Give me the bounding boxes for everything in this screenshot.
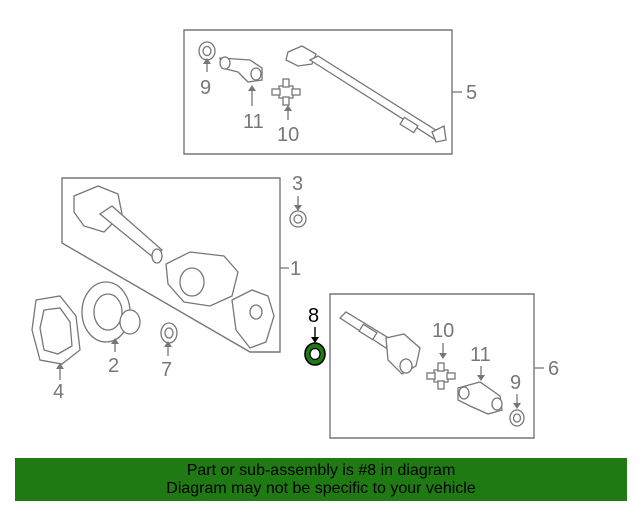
callout-11-top: 11 (243, 111, 264, 133)
callout-4: 4 (53, 381, 64, 403)
yoke-part-11-right[interactable] (457, 381, 503, 415)
panel-rear-axle-shaft: 10 11 9 6 (329, 293, 559, 439)
callout-10-top: 10 (277, 124, 299, 146)
callout-3: 3 (292, 173, 303, 195)
callout-9-top: 9 (200, 77, 211, 99)
callout-2: 2 (108, 355, 119, 377)
yoke-part-11-top[interactable] (219, 56, 263, 83)
part-info-banner: Part or sub-assembly is #8 in diagram Di… (15, 458, 627, 501)
bushing-part-9-right[interactable] (509, 409, 525, 427)
u-joint-part-10-right[interactable] (426, 362, 456, 390)
seal-part-3[interactable] (289, 210, 307, 228)
axle-shaft-part-6[interactable] (338, 311, 421, 375)
differential-part-2[interactable] (81, 281, 141, 343)
callout-10-right: 10 (432, 320, 454, 342)
callout-9-right: 9 (510, 372, 521, 394)
bushing-part-9-top[interactable] (198, 41, 216, 61)
u-joint-part-10-top[interactable] (271, 78, 301, 106)
panel-top-axle-shaft: 9 11 10 5 (183, 29, 477, 155)
callout-5: 5 (466, 82, 477, 104)
cover-part-4[interactable] (31, 295, 81, 365)
banner-disclaimer-line: Diagram may not be specific to your vehi… (166, 479, 476, 497)
callout-7: 7 (161, 359, 172, 381)
axle-shaft-part-5[interactable] (285, 45, 447, 143)
callout-8-highlighted: 8 (308, 305, 319, 327)
panel-front-axle-housing: 1 (61, 177, 301, 353)
callout-11-right: 11 (470, 344, 491, 366)
seal-part-7[interactable] (160, 322, 178, 344)
callout-6: 6 (548, 358, 559, 380)
banner-part-line: Part or sub-assembly is #8 in diagram (186, 461, 456, 479)
seal-part-8-highlighted[interactable] (304, 342, 326, 366)
axle-housing-part-1[interactable] (73, 185, 275, 349)
callout-1: 1 (290, 258, 301, 280)
